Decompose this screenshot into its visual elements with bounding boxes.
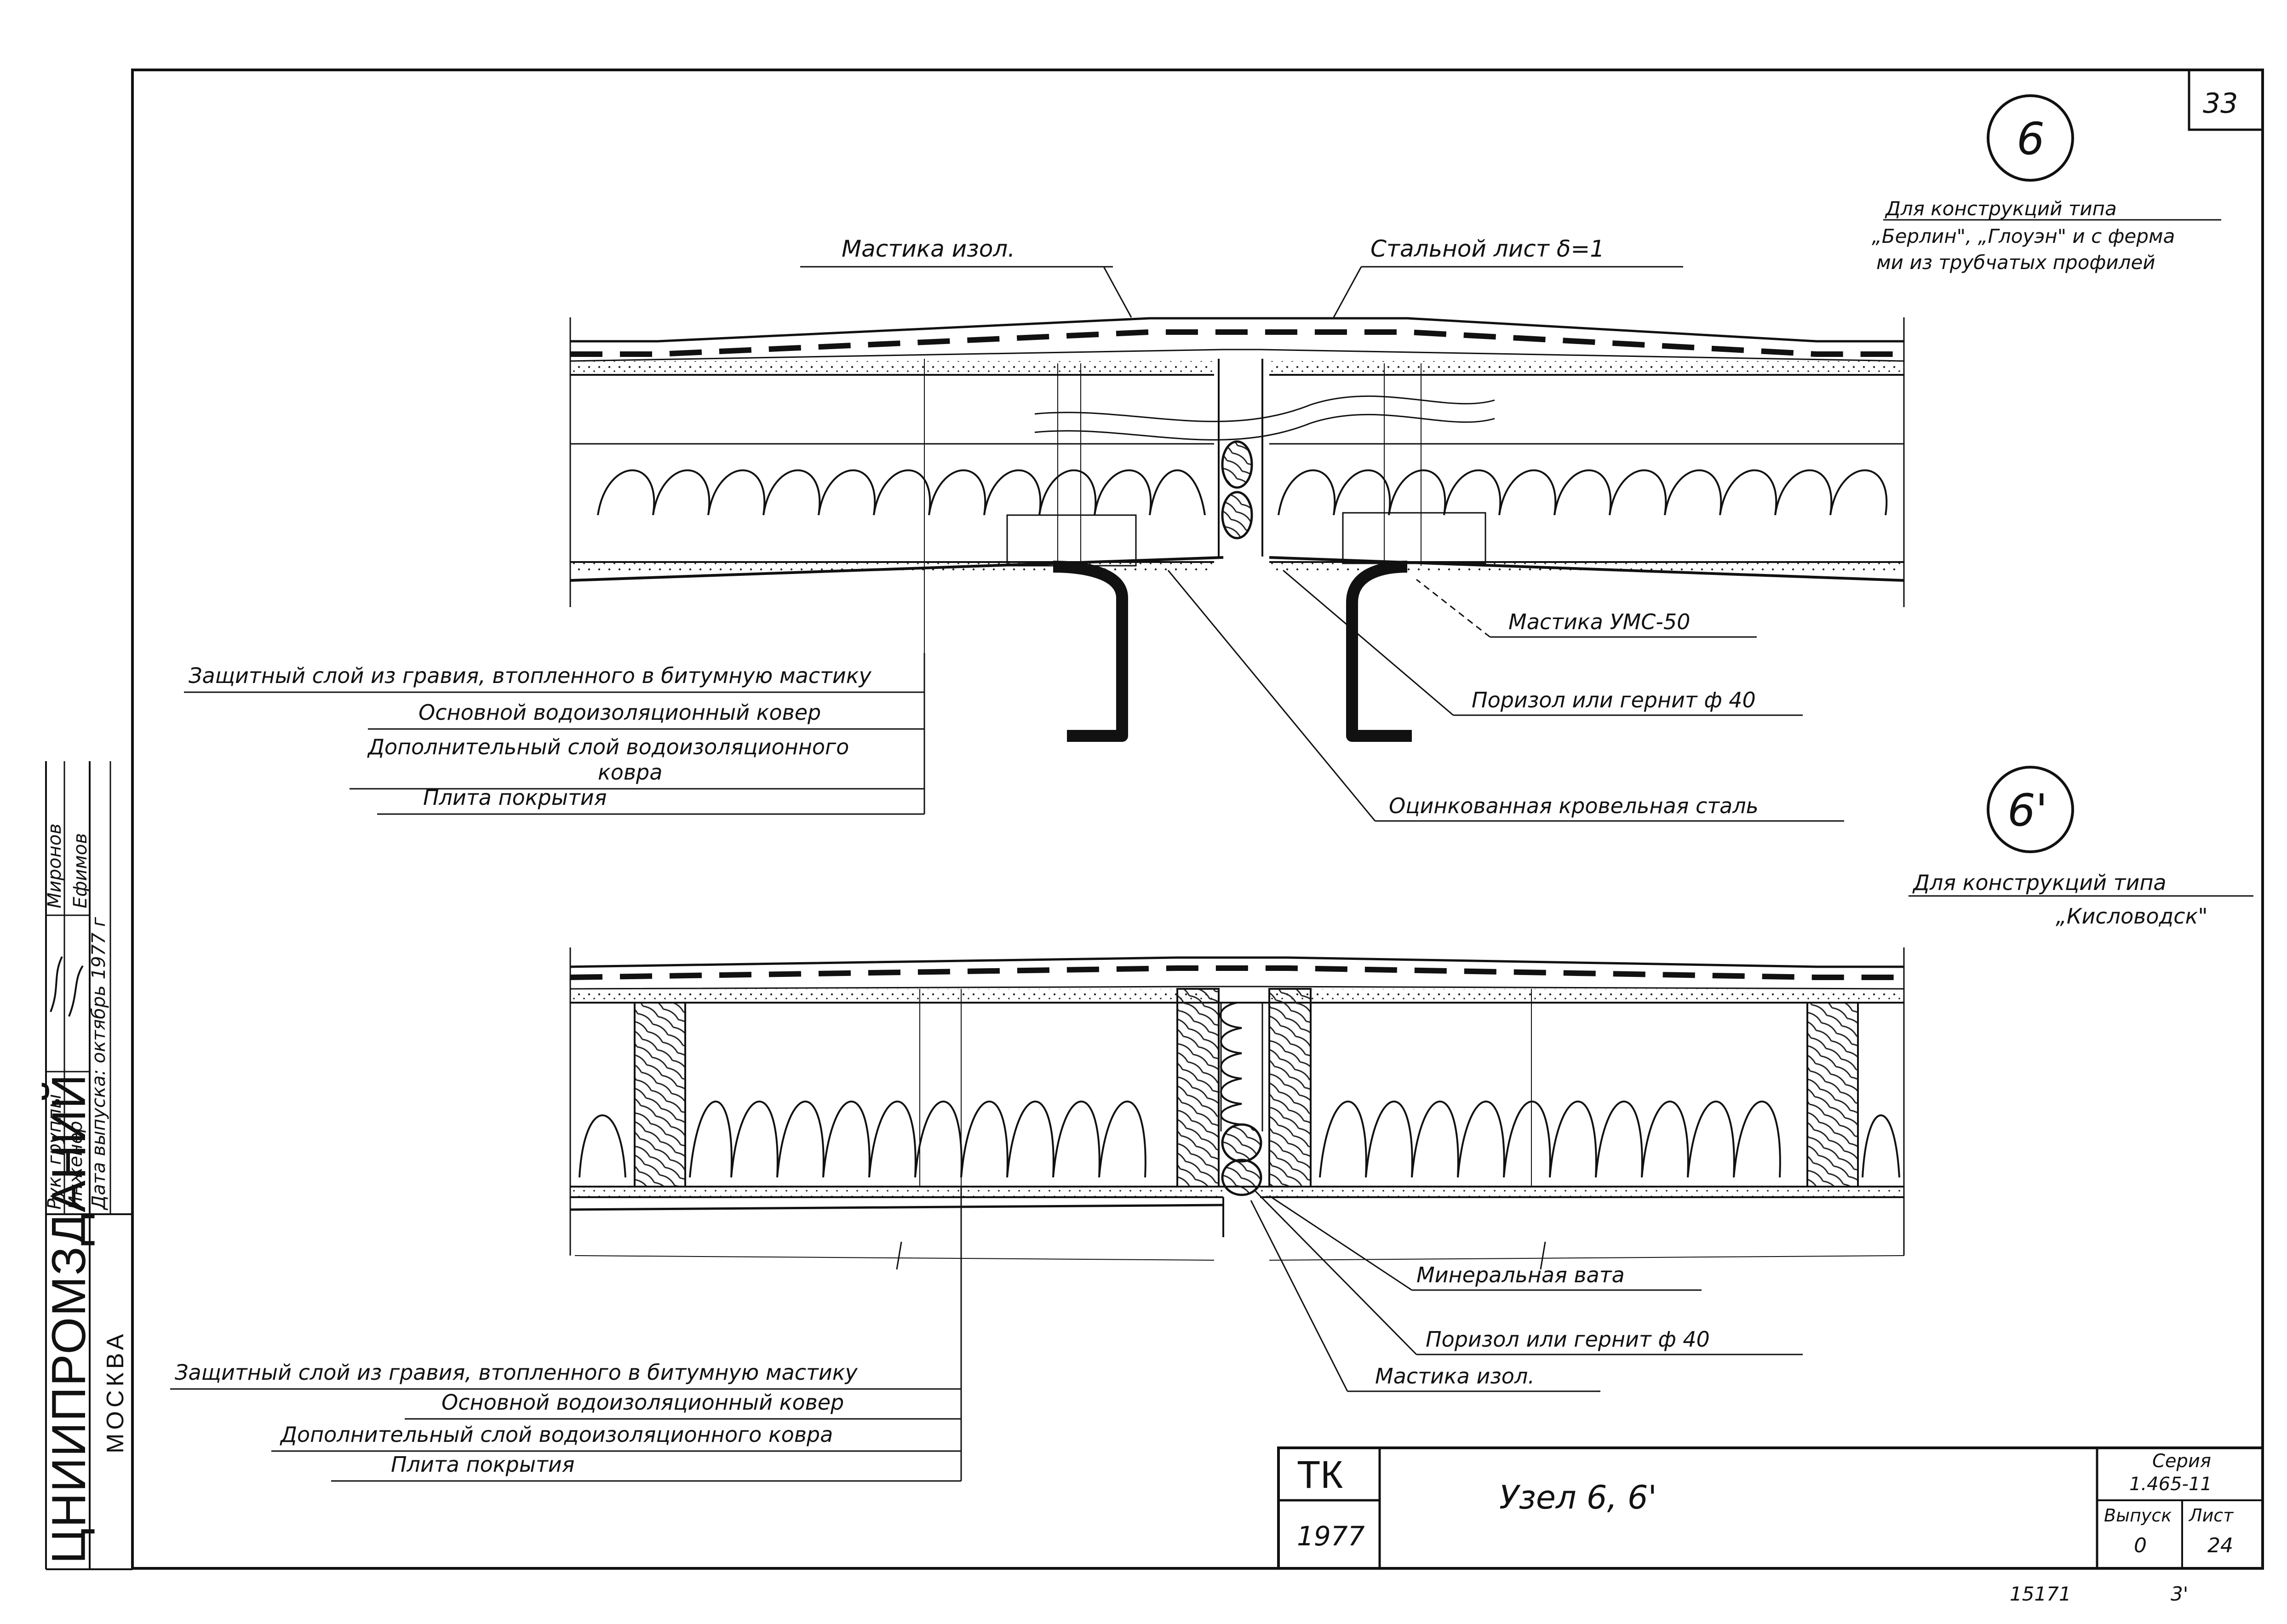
layer-6prime-2: Основной водоизоляционный ковер (441, 1390, 844, 1415)
issue-label: Выпуск (2104, 1505, 2172, 1526)
node-6-layer-legend: Защитный слой из гравия, втопленного в б… (184, 653, 925, 815)
layer-6prime-1: Защитный слой из гравия, втопленного в б… (175, 1360, 858, 1385)
node-6-marker: 6 (1987, 94, 2074, 182)
node-6-note: Для конструкций типа „Берлин", „Глоуэн" … (1872, 197, 2221, 274)
roof-section-6 (569, 317, 1905, 742)
node-6-marker-label: 6 (2017, 113, 2045, 165)
node-6prime-layer-legend: Защитный слой из гравия, втопленного в б… (170, 1187, 962, 1482)
bottom-code-left: 15171 (2010, 1583, 2071, 1605)
layer-6-2: Основной водоизоляционный ковер (418, 700, 821, 725)
series-value: 1.465-11 (2129, 1474, 2212, 1495)
page-number-box: 33 (2188, 70, 2263, 131)
layer-6prime-3: Дополнительный слой водоизоляционного ко… (280, 1422, 833, 1447)
layer-6-3: Дополнительный слой водоизоляционного (367, 735, 849, 759)
node-6prime-note-line-1: Для конструкций типа (1912, 870, 2167, 895)
sheet-value: 24 (2207, 1534, 2233, 1557)
node-6-callouts: Мастика изол. Стальной лист δ=1 Мастика … (800, 235, 1844, 822)
node-6prime-note-line-2: „Кисловодск" (2056, 904, 2208, 929)
node-6-note-line-1: Для конструкций типа (1885, 197, 2117, 220)
stamp-city: МОСКВА (102, 1331, 129, 1453)
drawing-title: Узел 6, 6' (1499, 1479, 1657, 1516)
layer-6-5: Плита покрытия (423, 785, 607, 810)
node-6prime-marker: 6' (1987, 766, 2074, 853)
node-6-note-line-3: ми из трубчатых профилей (1876, 251, 2155, 274)
series-label: Серия (2152, 1451, 2211, 1472)
bottom-code-right: 3' (2171, 1583, 2188, 1605)
issue-value: 0 (2134, 1534, 2147, 1557)
title-block: ТК 1977 Узел 6, 6' Серия 1.465-11 Выпуск… (1277, 1446, 2264, 1570)
node-6prime-callouts: Минеральная вата Поризол или гернит ф 40… (1250, 1190, 1803, 1392)
stamp-role-2: Инженер (65, 1121, 86, 1210)
callout-porizol-6prime: Поризол или гернит ф 40 (1426, 1327, 1710, 1352)
node-6prime-marker-label: 6' (2007, 785, 2047, 836)
node-6-note-line-2: „Берлин", „Глоуэн" и с ферма (1872, 225, 2175, 247)
node-6prime-note: Для конструкций типа „Кисловодск" (1909, 870, 2253, 929)
callout-mastic-6prime: Мастика изол. (1375, 1364, 1535, 1389)
layer-6-4: ковра (598, 760, 662, 785)
stamp-role-3: Дата выпуска: октябрь 1977 г (88, 917, 109, 1211)
title-code: ТК (1297, 1453, 1343, 1496)
sheet-label: Лист (2188, 1505, 2234, 1526)
stamp-org: ЦНИИПРОМЗДАНИЙ (41, 1073, 96, 1564)
callout-mastic-ums: Мастика УМС-50 (1508, 609, 1690, 634)
stamp-name-1: Миронов (44, 823, 65, 908)
callout-porizol-6: Поризол или гернит ф 40 (1472, 688, 1756, 712)
callout-mastic-top: Мастика изол. (842, 235, 1015, 262)
callout-steel-sheet: Стальной лист δ=1 (1370, 235, 1605, 262)
layer-6prime-4: Плита покрытия (391, 1452, 574, 1477)
page-number: 33 (2203, 87, 2238, 120)
layer-6-1: Защитный слой из гравия, втопленного в б… (189, 663, 871, 688)
title-year: 1977 (1297, 1521, 1365, 1552)
stamp-role-1: Рук. группы (44, 1094, 65, 1210)
callout-mineral-wool: Минеральная вата (1416, 1262, 1625, 1287)
callout-galvanized: Оцинкованная кровельная сталь (1389, 793, 1759, 818)
roof-section-6prime (569, 947, 1905, 1270)
side-stamp: ЦНИИПРОМЗДАНИЙ МОСКВА Рук. группы Инжене… (41, 761, 133, 1569)
sheet-frame (131, 69, 2264, 1570)
stamp-name-2: Ефимов (70, 833, 91, 908)
